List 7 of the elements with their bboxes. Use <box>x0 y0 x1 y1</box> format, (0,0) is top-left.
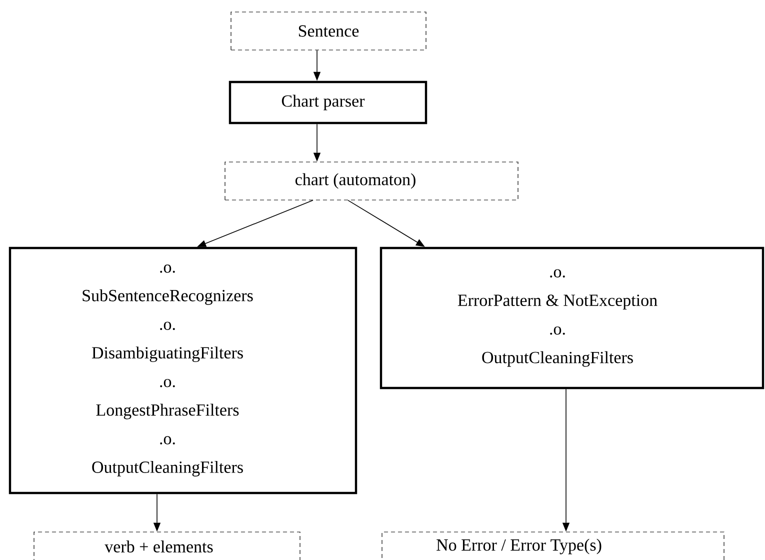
process-box: chart (automaton) <box>224 162 518 200</box>
process-box: Sentence <box>230 12 426 50</box>
process-box: Chart parser <box>228 80 428 124</box>
process-box: .o. ErrorPattern & NotException .o. OutputCleaningFilters <box>380 246 764 390</box>
output-box: verb + elements <box>34 532 300 560</box>
process-box: .o. SubSentenceRecognizers .o. DisambiguatingFilters .o. LongestPhraseFilters .o. OutputCleaningFilters <box>8 246 358 494</box>
output-box: No Error / Error Type(s) <box>382 532 724 560</box>
